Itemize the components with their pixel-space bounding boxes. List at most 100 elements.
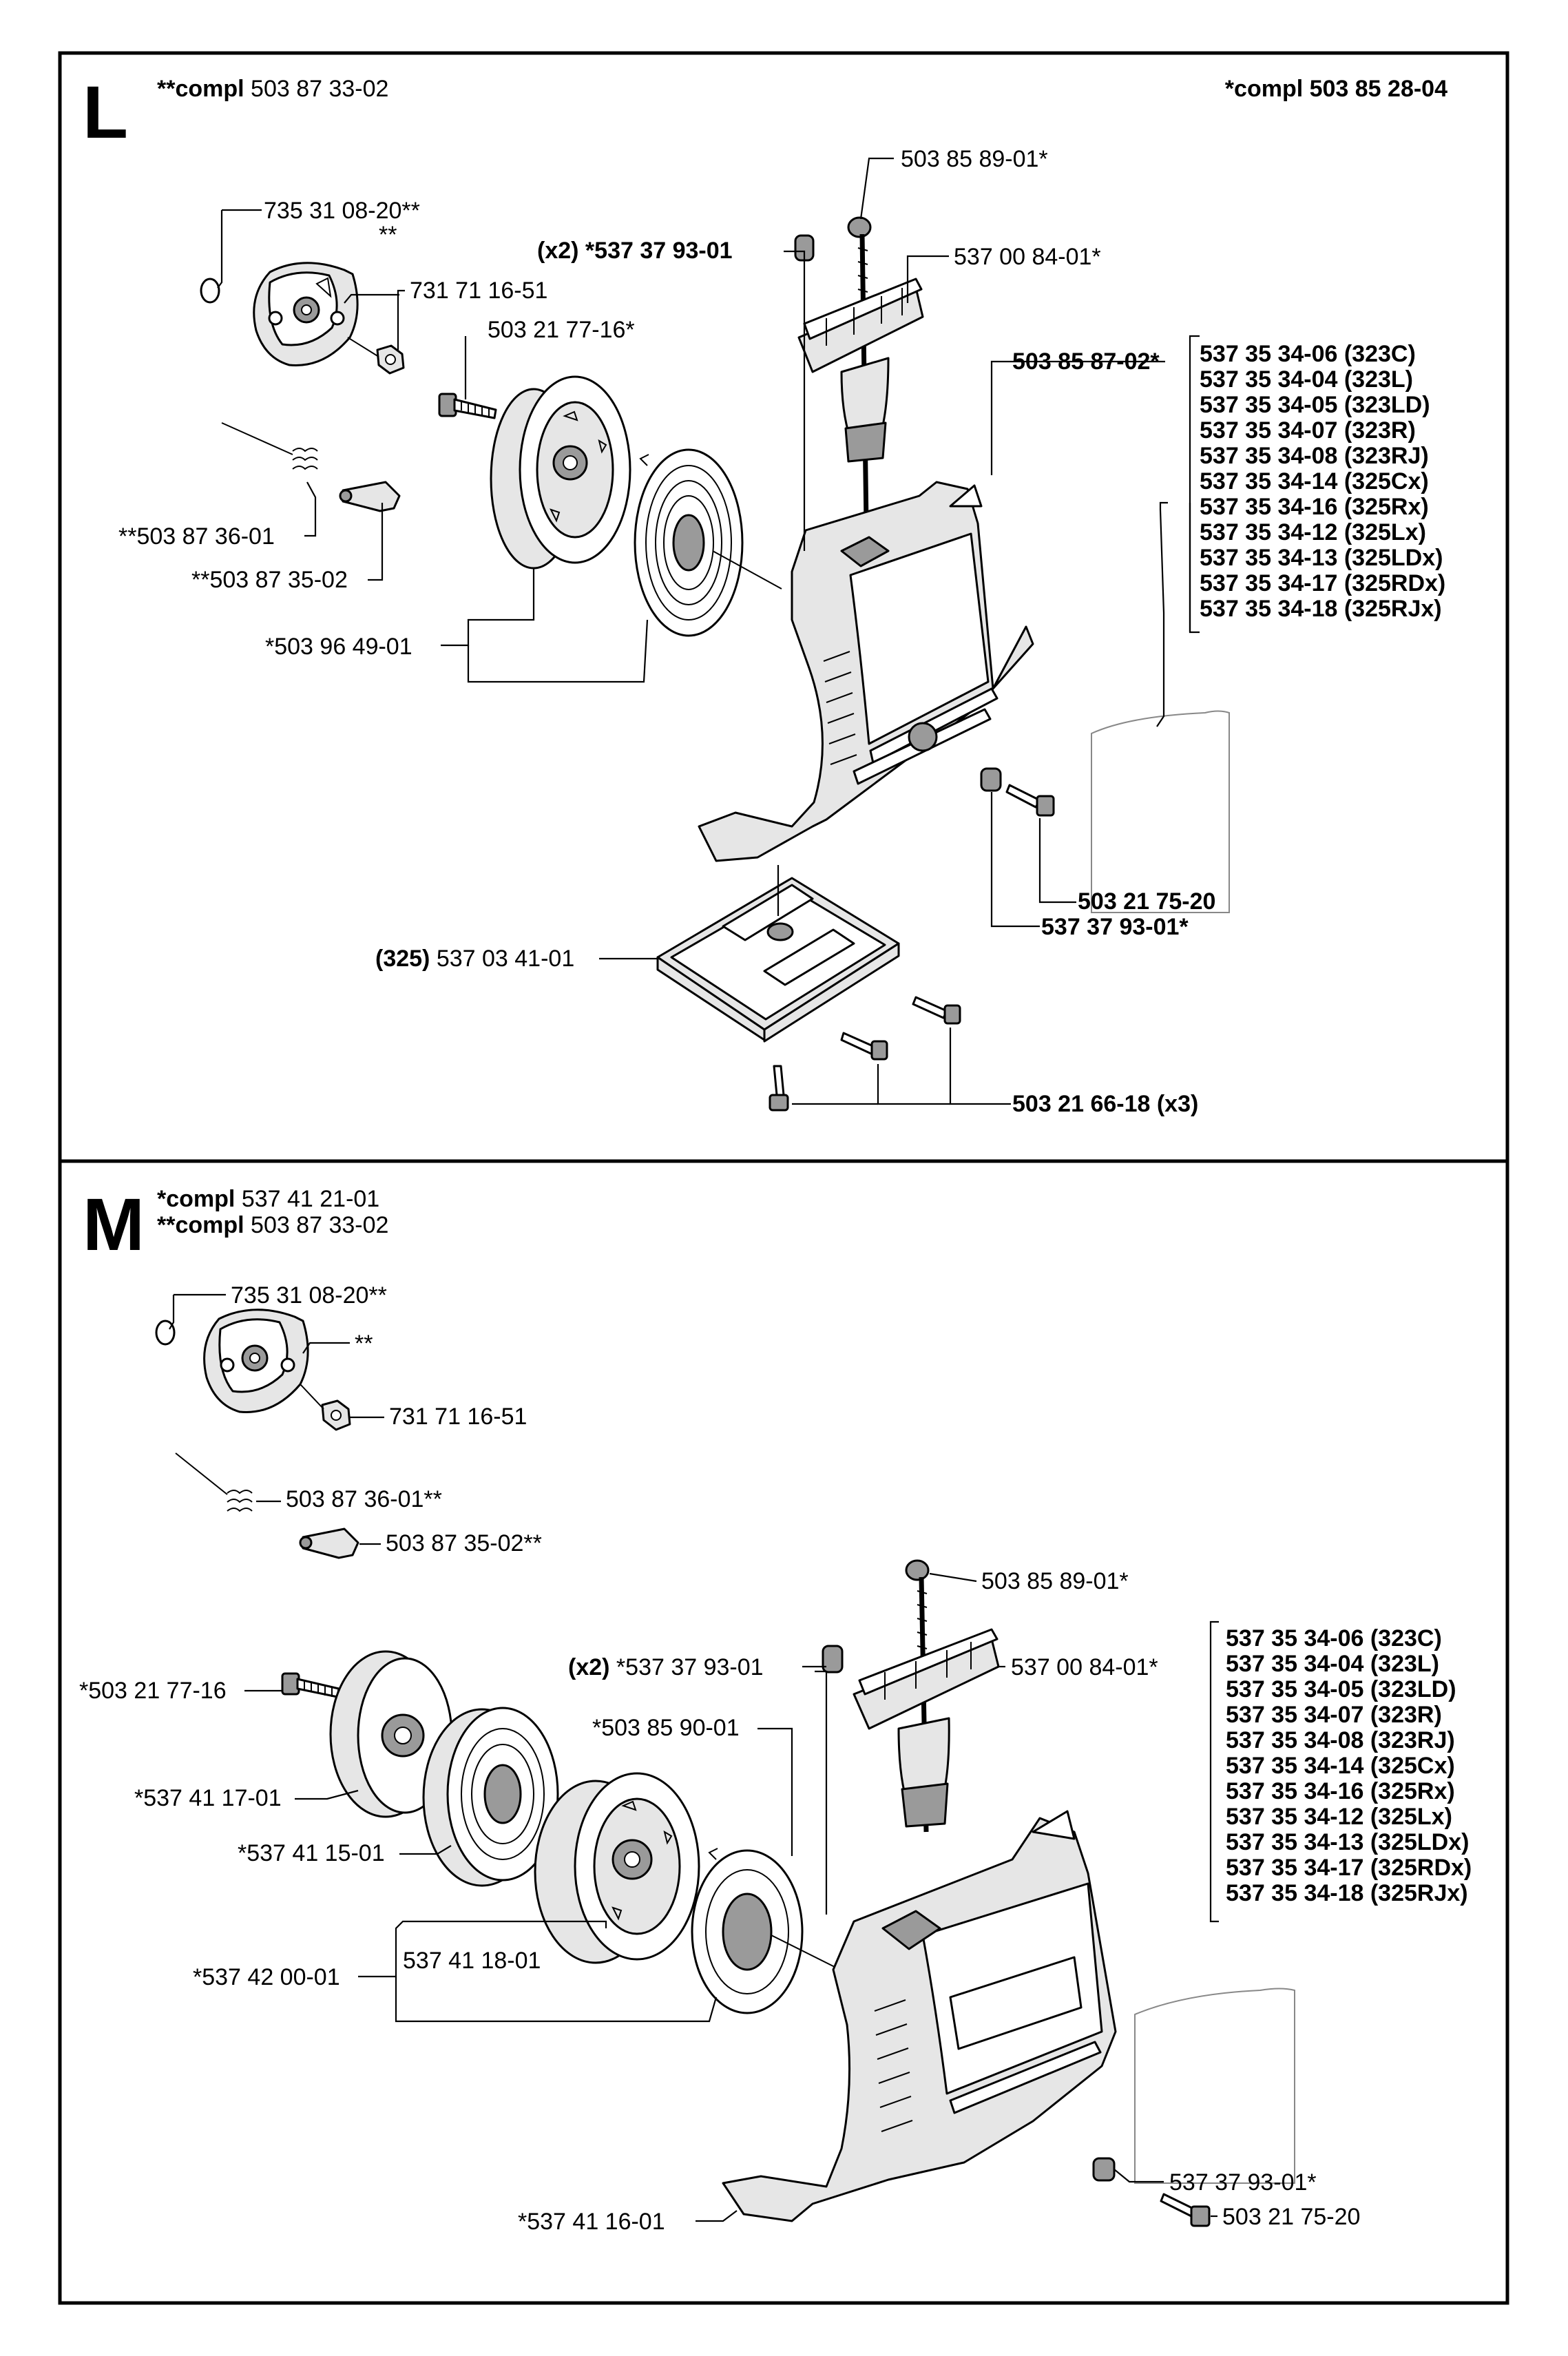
pawl-prefix: **: [191, 567, 209, 593]
label-housing: *537 41 16-01: [518, 2209, 665, 2235]
decal-item: 537 35 34-18 (325RJx): [1226, 1880, 1468, 1906]
label-pawl-plate: **: [379, 222, 397, 248]
circlip-drawing: [155, 1320, 176, 1346]
label-nut: 731 71 16-51: [389, 1404, 527, 1430]
decal-item: 537 35 34-17 (325RDx): [1226, 1855, 1472, 1881]
small-spring-drawing: [292, 448, 318, 470]
decal-item: 537 35 34-08 (323RJ): [1226, 1727, 1455, 1753]
label-pawl: 503 87 35-02**: [386, 1530, 542, 1556]
decal-item: 537 35 34-12 (325Lx): [1226, 1804, 1452, 1830]
circlip-drawing: [200, 278, 220, 304]
spring-cassette-drawing: [422, 1707, 559, 1887]
decal-item: 537 35 34-07 (323R): [1226, 1702, 1442, 1728]
axis-line: [300, 1384, 324, 1410]
decal-item: 537 35 34-16 (325Rx): [1226, 1778, 1455, 1804]
label-small-spring: 503 87 36-01**: [286, 1486, 442, 1512]
axis-line: [347, 337, 379, 357]
spring-guide-drawing: [691, 1848, 804, 2014]
label-bush-right: 537 37 93-01*: [1169, 2169, 1317, 2196]
bush-qty: (x2): [537, 238, 578, 264]
label-handle: 537 00 84-01*: [954, 244, 1101, 270]
explode-line: [221, 422, 293, 455]
decal-item: 537 35 34-12 (325Lx): [1200, 519, 1426, 545]
nut-drawing: [321, 1399, 351, 1431]
label-pulley: 537 41 18-01: [403, 1948, 541, 1974]
screw-center-drawing: [438, 393, 497, 419]
label-pulley-kit: *503 96 49-01: [265, 634, 412, 660]
label-circlip: 735 31 08-20**: [231, 1282, 387, 1309]
label-bush: (x2) *537 37 93-01: [537, 238, 733, 264]
label-pulley-kit: *537 42 00-01: [193, 1964, 340, 1990]
label-bush: (x2) *537 37 93-01: [568, 1654, 764, 1680]
label-circlip: 735 31 08-20**: [264, 198, 420, 224]
label-nut: 731 71 16-51: [410, 278, 547, 304]
decal-item: 537 35 34-13 (325LDx): [1226, 1829, 1469, 1855]
decal-list: 537 35 34-06 (323C) 537 35 34-04 (323L) …: [1226, 1625, 1472, 1906]
axis-line: [712, 550, 782, 590]
compl-number: 503 87 33-02: [251, 76, 388, 102]
decal-list: 537 35 34-06 (323C) 537 35 34-04 (323L) …: [1200, 341, 1445, 622]
decal-bracket: [1189, 335, 1200, 634]
compl-prefix: **compl: [157, 76, 244, 102]
decal-item: 537 35 34-13 (325LDx): [1200, 545, 1443, 571]
decal-bracket: [1209, 1620, 1219, 1923]
screw-housing-drawing: [1005, 784, 1055, 817]
small-spring-drawing: [227, 1490, 253, 1512]
diagram-frame: [58, 51, 1509, 2305]
label-handle-rope: 503 85 89-01*: [901, 146, 1048, 172]
pawl-number: 503 87 35-02: [209, 567, 347, 593]
decal-item: 537 35 34-14 (325Cx): [1226, 1753, 1455, 1779]
housing-drawing: [698, 481, 1034, 862]
axis-line: [771, 1935, 841, 1970]
label-spring-guide: *503 85 90-01: [592, 1715, 740, 1741]
label-plate: (325) 537 03 41-01: [375, 946, 574, 972]
bush-drawing: [980, 767, 1002, 792]
decal-item: 537 35 34-05 (323LD): [1200, 392, 1430, 418]
section-letter: M: [83, 1182, 145, 1266]
decal-item: 537 35 34-17 (325RDx): [1200, 570, 1445, 596]
explode-line: [175, 1452, 228, 1495]
plate-number: 537 03 41-01: [437, 946, 574, 972]
nut-drawing: [376, 344, 405, 375]
compl-right-note: *compl 503 85 28-04: [1225, 76, 1447, 102]
label-bush-right: 537 37 93-01*: [1041, 914, 1189, 940]
small-spring-prefix: **: [118, 523, 136, 550]
label-small-spring: **503 87 36-01: [118, 523, 275, 550]
pawl-plate-drawing: [253, 262, 359, 366]
decal-item: 537 35 34-04 (323L): [1200, 366, 1413, 393]
plate-drawing: [656, 877, 900, 1043]
label-handle: 537 00 84-01*: [1011, 1654, 1158, 1680]
plate-model: (325): [375, 946, 430, 972]
starter-handle-drawing: [794, 216, 924, 524]
decal-drawing: [1134, 1988, 1295, 2184]
compl-number: 503 87 33-02: [251, 1212, 388, 1238]
compl-left-note: **compl 503 87 33-02: [157, 76, 388, 102]
small-spring-number: 503 87 36-01: [136, 523, 274, 550]
section-letter: L: [83, 70, 128, 154]
starter-handle-drawing: [822, 1559, 1000, 1833]
decal-item: 537 35 34-06 (323C): [1226, 1625, 1442, 1651]
pulley-drawing: [534, 1772, 700, 1964]
pawl-drawing: [339, 481, 401, 512]
decal-item: 537 35 34-04 (323L): [1226, 1651, 1439, 1677]
label-screws-plate: 503 21 66-18 (x3): [1012, 1091, 1198, 1117]
housing-drawing: [722, 1810, 1117, 2222]
bush-drawing: [1092, 2157, 1116, 2182]
pulley-drawing: [490, 375, 631, 570]
bush-number: *537 37 93-01: [585, 238, 733, 264]
screw-housing-drawing: [1160, 2193, 1211, 2227]
label-screw-center: 503 21 77-16*: [488, 317, 635, 343]
compl-note: **compl 503 87 33-02: [157, 1212, 388, 1238]
plate-screws-drawing: [769, 996, 961, 1112]
decal-item: 537 35 34-08 (323RJ): [1200, 443, 1429, 469]
decal-item: 537 35 34-07 (323R): [1200, 417, 1416, 444]
label-screw-center: *503 21 77-16: [79, 1678, 227, 1704]
label-pulley-cover: *537 41 17-01: [134, 1785, 282, 1811]
screw-center-drawing: [281, 1672, 340, 1698]
decal-item: 537 35 34-06 (323C): [1200, 341, 1416, 367]
pawl-plate-drawing: [203, 1309, 309, 1413]
pawl-drawing: [299, 1528, 359, 1559]
compl-note: *compl 537 41 21-01: [157, 1186, 379, 1212]
section-m: M *compl 537 41 21-01 **compl 503 87 33-…: [79, 1182, 1472, 2235]
decal-item: 537 35 34-16 (325Rx): [1200, 494, 1429, 520]
